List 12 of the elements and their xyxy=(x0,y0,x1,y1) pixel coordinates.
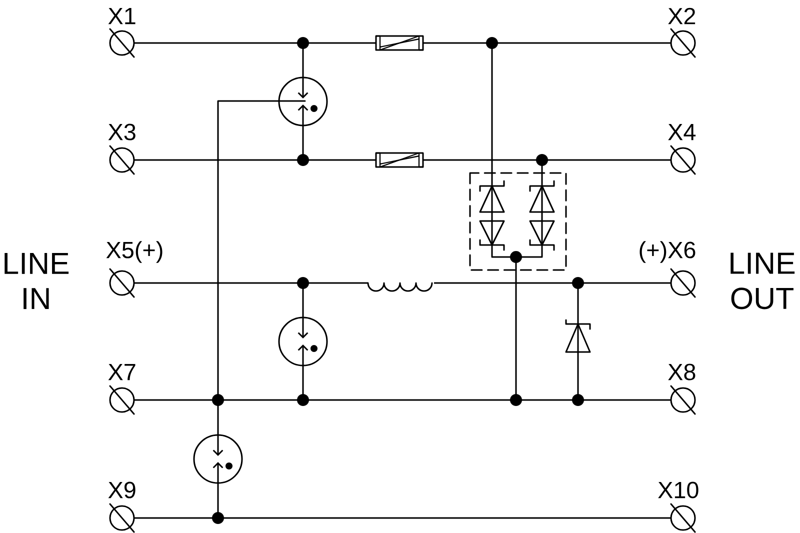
terminal-label: X10 xyxy=(658,482,698,498)
terminal-label: (+)X6 xyxy=(640,241,696,263)
terminal-label: X9 xyxy=(108,482,136,498)
terminal-label: X7 xyxy=(108,364,136,380)
side-label: LINE OUT xyxy=(730,252,795,310)
terminal-label: X5(+) xyxy=(106,241,162,263)
terminal-label: X3 xyxy=(108,124,136,140)
terminal-label: X8 xyxy=(668,364,696,380)
side-label: LINE IN xyxy=(4,252,69,310)
terminal-label: X1 xyxy=(108,8,136,24)
terminal-label: X4 xyxy=(668,124,696,140)
terminal-label: X2 xyxy=(668,8,696,24)
